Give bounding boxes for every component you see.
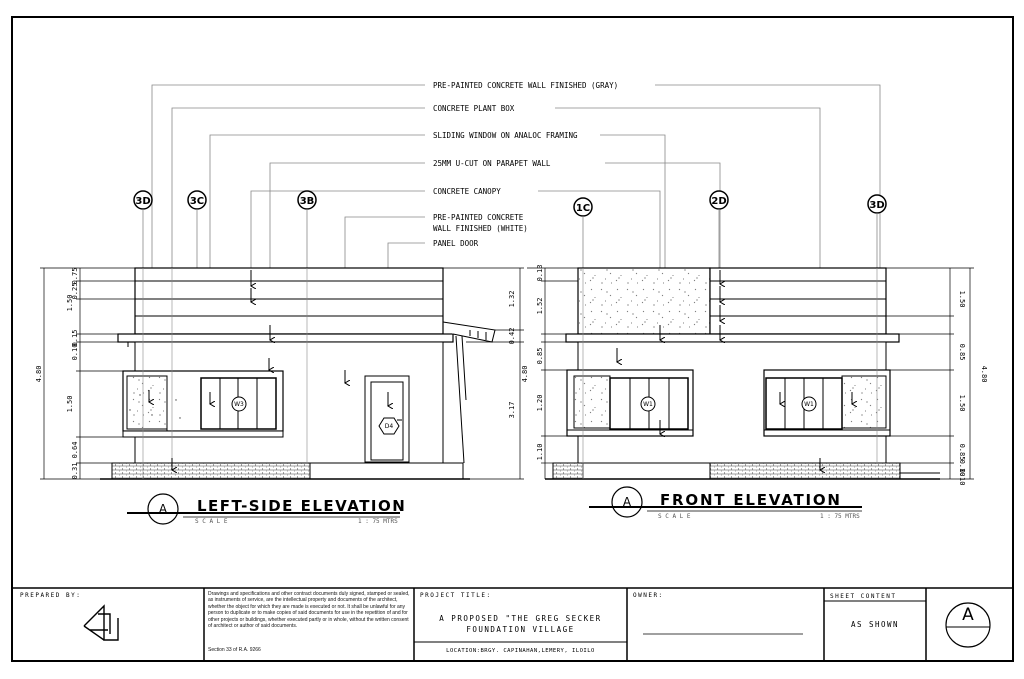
- callout-panel-door: PANEL DOOR: [433, 239, 479, 248]
- title-front-letter: A: [623, 495, 632, 509]
- title-front-elevation: A FRONT ELEVATION S C A L E 1 : 75 MTRS: [589, 486, 862, 520]
- dim-front-013: 0.13: [536, 265, 544, 282]
- callout-canopy: CONCRETE CANOPY: [433, 187, 501, 196]
- dim-leftr-042: 0.42: [508, 328, 516, 345]
- tag-right-2d: 2D: [711, 196, 726, 207]
- dim-front-480r: 4.80: [980, 366, 988, 383]
- dim-left-480: 4.80: [35, 366, 43, 383]
- section-tags: 3D 3C 3B 1C 2D 3D: [133, 190, 887, 217]
- title-front-name: FRONT ELEVATION: [660, 491, 842, 509]
- front-tags: W1 W1: [640, 396, 817, 412]
- dim-left-150a: 1.50: [66, 295, 74, 312]
- window-tag-w3: W3: [234, 401, 244, 408]
- callout-u-cut: 25MM U-CUT ON PARAPET WALL: [433, 159, 551, 168]
- dim-leftr-132: 1.32: [508, 291, 516, 308]
- dim-left-031: 0.31: [71, 463, 79, 480]
- left-dimensions: [40, 267, 524, 480]
- prepared-by-label: PREPARED BY:: [20, 592, 82, 599]
- tag-left-3d: 3D: [135, 196, 150, 207]
- title-left-side-elevation: A LEFT-SIDE ELEVATION S C A L E 1 : 75 M…: [127, 493, 406, 525]
- front-dimensions: [527, 267, 974, 480]
- title-left-letter: A: [159, 502, 168, 516]
- dim-left-010: 0.10: [71, 344, 79, 361]
- project-title-line1: A PROPOSED "THE GREG SECKER: [439, 614, 602, 623]
- project-location: LOCATION:BRGY. CAPINAHAN,LEMERY, ILOILO: [446, 648, 595, 654]
- titleblock: [203, 588, 927, 661]
- tag-right-1c: 1C: [576, 203, 590, 214]
- dim-left-015: 0.15: [71, 330, 79, 347]
- tag-left-3b: 3B: [300, 196, 315, 207]
- tag-left-3c: 3C: [190, 196, 204, 207]
- title-left-name: LEFT-SIDE ELEVATION: [197, 497, 406, 515]
- front-elevation: [545, 267, 940, 480]
- callout-sliding-window: SLIDING WINDOW ON ANALOC FRAMING: [433, 131, 578, 140]
- callout-gray-wall: PRE-PAINTED CONCRETE WALL FINISHED (GRAY…: [433, 81, 618, 90]
- callout-plant-box: CONCRETE PLANT BOX: [433, 104, 515, 113]
- left-side-elevation: [100, 267, 496, 480]
- window-tag-w1a: W1: [643, 401, 653, 408]
- title-front-scale-value: 1 : 75 MTRS: [820, 513, 860, 520]
- sheet-letter: A: [962, 605, 974, 625]
- section-reference: Section 33 of R.A. 9266: [208, 647, 261, 653]
- callout-white-wall-1: PRE-PAINTED CONCRETE: [433, 213, 524, 222]
- dim-front-152: 1.52: [536, 298, 544, 315]
- dim-front-480l: 4.80: [521, 366, 529, 383]
- callout-white-wall-2: WALL FINISHED (WHITE): [433, 224, 528, 233]
- title-left-scale: S C A L E: [195, 518, 228, 525]
- project-title-label: PROJECT TITLE:: [420, 592, 492, 599]
- dim-left-025: 0.25: [71, 283, 79, 300]
- dim-front-r-010b: 0.10: [958, 469, 966, 486]
- left-tags: W3 D4: [231, 396, 400, 435]
- dim-front-110: 1.10: [536, 444, 544, 461]
- window-tag-w1b: W1: [804, 401, 814, 408]
- disclaimer-text: Drawings and specifications and other co…: [208, 591, 410, 630]
- dim-front-120: 1.20: [536, 395, 544, 412]
- sheet-content-value: AS SHOWN: [850, 620, 900, 629]
- dim-front-r-085b: 0.85: [958, 444, 966, 461]
- owner-label: OWNER:: [633, 592, 664, 599]
- dim-front-085: 0.85: [536, 348, 544, 365]
- title-front-scale: S C A L E: [658, 513, 691, 520]
- sheet-border: [11, 16, 1014, 662]
- dim-front-r-085a: 0.85: [958, 344, 966, 361]
- door-tag-d4: D4: [385, 423, 394, 430]
- dim-left-150b: 1.50: [66, 396, 74, 413]
- project-title-line2: FOUNDATION VILLAGE: [466, 625, 575, 634]
- dim-front-r-150b: 1.50: [958, 395, 966, 412]
- dim-leftr-317: 3.17: [508, 402, 516, 419]
- dim-left-075: 0.75: [71, 268, 79, 285]
- title-left-scale-value: 1 : 75 MTRS: [358, 518, 398, 525]
- dim-front-r-150a: 1.50: [958, 291, 966, 308]
- architect-logo: [83, 604, 119, 641]
- dim-front-r-010a: 0.10: [958, 460, 966, 477]
- dim-left-064: 0.64: [71, 442, 79, 459]
- tag-right-3d: 3D: [869, 200, 884, 211]
- sheet-content-label: SHEET CONTENT: [830, 593, 897, 600]
